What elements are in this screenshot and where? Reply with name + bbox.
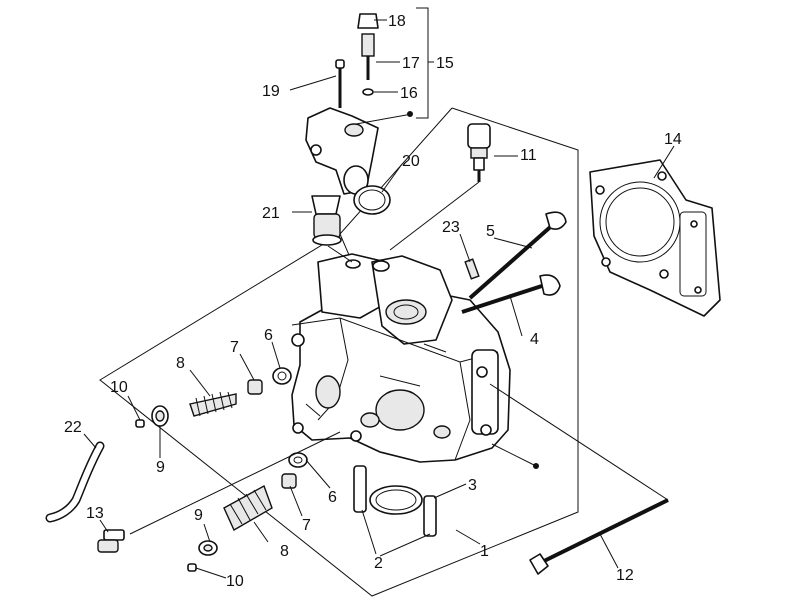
cylinder-head xyxy=(291,253,511,463)
retainer-lower xyxy=(198,540,218,556)
dowel-pin-right xyxy=(423,495,437,537)
callout-20: 20 xyxy=(402,153,420,170)
dowel-pin-left xyxy=(353,465,367,513)
callout-9-lower: 9 xyxy=(194,507,203,524)
bleed-screw-cap xyxy=(357,13,379,29)
retainer-upper xyxy=(151,405,169,427)
callout-21: 21 xyxy=(262,205,280,222)
callout-8-lower: 8 xyxy=(280,543,289,560)
exhaust-valve xyxy=(461,274,561,314)
valve-keeper-lower xyxy=(187,563,197,572)
callout-6-lower: 6 xyxy=(328,489,337,506)
thermostat xyxy=(311,195,342,246)
hose-clamp-ring xyxy=(353,185,391,215)
callout-12: 12 xyxy=(616,567,634,584)
callout-6-upper: 6 xyxy=(264,327,273,344)
callout-3: 3 xyxy=(468,477,477,494)
callout-1: 1 xyxy=(480,543,489,560)
callout-16: 16 xyxy=(400,85,418,102)
lower-valve-axis xyxy=(129,431,341,535)
callout-9-upper: 9 xyxy=(156,459,165,476)
callout-7-lower: 7 xyxy=(302,517,311,534)
callout-10-lower: 10 xyxy=(226,573,244,590)
plug xyxy=(97,529,125,553)
callout-19: 19 xyxy=(262,83,280,100)
valve-spring-upper xyxy=(189,391,237,417)
callout-14: 14 xyxy=(664,131,682,148)
callout-labels: 18 17 15 16 19 20 21 11 14 23 5 4 6 7 8 … xyxy=(64,13,682,590)
spring-seat-lower xyxy=(288,452,308,468)
bleed-screw xyxy=(361,33,375,80)
long-head-bolt xyxy=(529,498,669,575)
callout-11: 11 xyxy=(520,147,537,164)
stem-seal-upper xyxy=(247,379,263,395)
callout-13: 13 xyxy=(86,505,104,522)
sensor-guide xyxy=(389,181,480,251)
sealing-washer xyxy=(362,88,374,96)
thermostat-guide xyxy=(327,245,353,263)
stem-seal-lower xyxy=(281,473,297,489)
spring-seat-upper xyxy=(272,367,292,385)
callout-23: 23 xyxy=(442,219,460,236)
o-ring xyxy=(369,485,423,515)
reference-dot xyxy=(407,111,413,117)
callout-17: 17 xyxy=(402,55,420,72)
thermostat-housing xyxy=(305,107,379,195)
leader-lines xyxy=(83,7,675,579)
callout-10-upper: 10 xyxy=(110,379,128,396)
temperature-sensor xyxy=(467,123,491,182)
callout-22: 22 xyxy=(64,419,82,436)
housing-bolt xyxy=(335,59,345,108)
callout-15: 15 xyxy=(436,55,454,72)
callout-7-upper: 7 xyxy=(230,339,239,356)
reference-dot-leader xyxy=(491,443,537,467)
head-gasket xyxy=(589,159,721,317)
callout-2: 2 xyxy=(374,555,383,572)
stud xyxy=(464,258,480,280)
valve-spring-lower xyxy=(223,484,273,531)
callout-5: 5 xyxy=(486,223,495,240)
breather-hose xyxy=(45,441,105,523)
valve-keeper-upper xyxy=(135,419,145,428)
callout-4: 4 xyxy=(530,331,539,348)
intake-valve xyxy=(468,211,567,300)
callout-18: 18 xyxy=(388,13,406,30)
callout-8-upper: 8 xyxy=(176,355,185,372)
bolt-guide xyxy=(489,383,669,501)
